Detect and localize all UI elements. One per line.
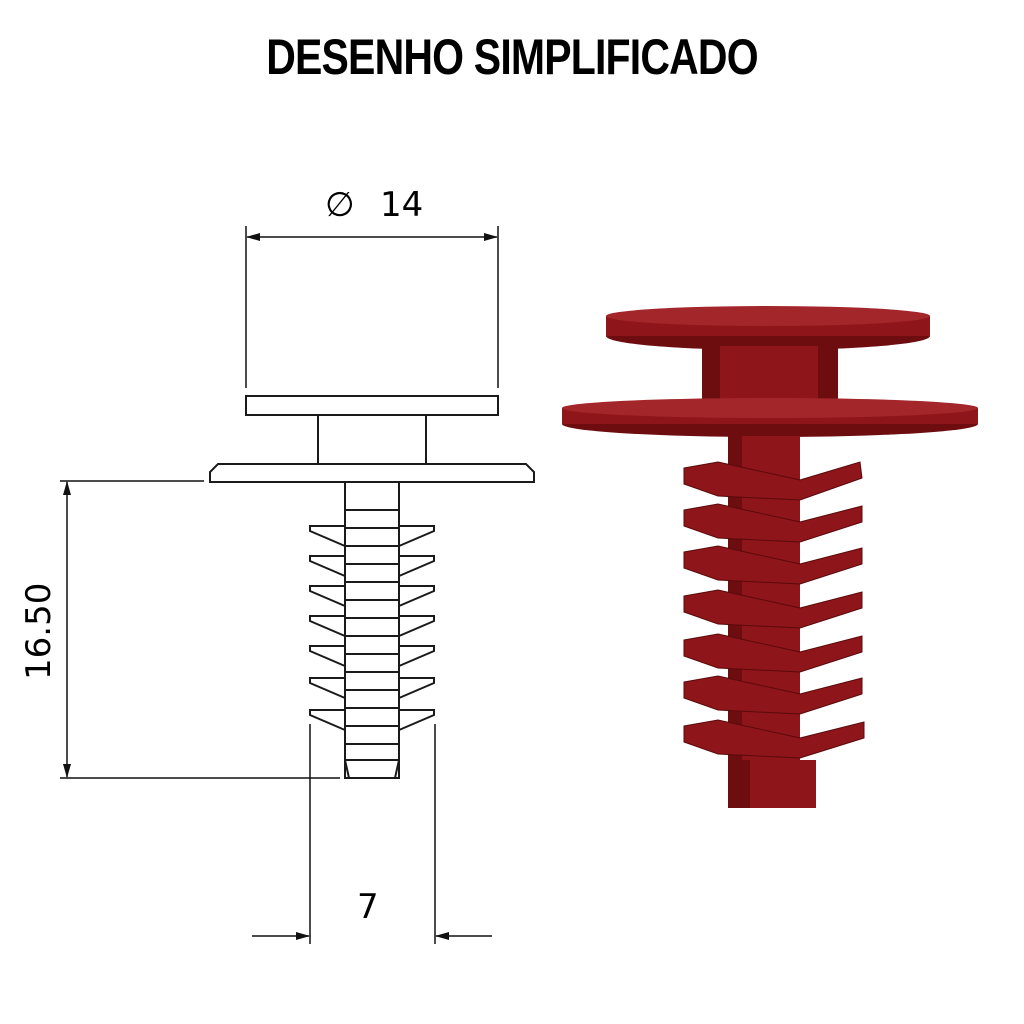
diameter-symbol: ∅ [325, 185, 355, 225]
page-title: DESENHO SIMPLIFICADO [266, 29, 758, 85]
dimension-height [60, 480, 340, 779]
shank [344, 481, 400, 779]
top-cap [245, 395, 499, 416]
width-value: 7 [357, 887, 379, 927]
shank-rings [345, 509, 399, 761]
flange [209, 463, 535, 483]
fins [309, 525, 435, 732]
neck [317, 414, 427, 465]
dimension-width [252, 724, 492, 944]
side-view [209, 395, 535, 779]
height-value: 16.50 [19, 583, 59, 680]
diameter-value: 14 [380, 185, 423, 225]
dimension-diameter [245, 226, 499, 388]
part-3d-render [562, 306, 978, 808]
